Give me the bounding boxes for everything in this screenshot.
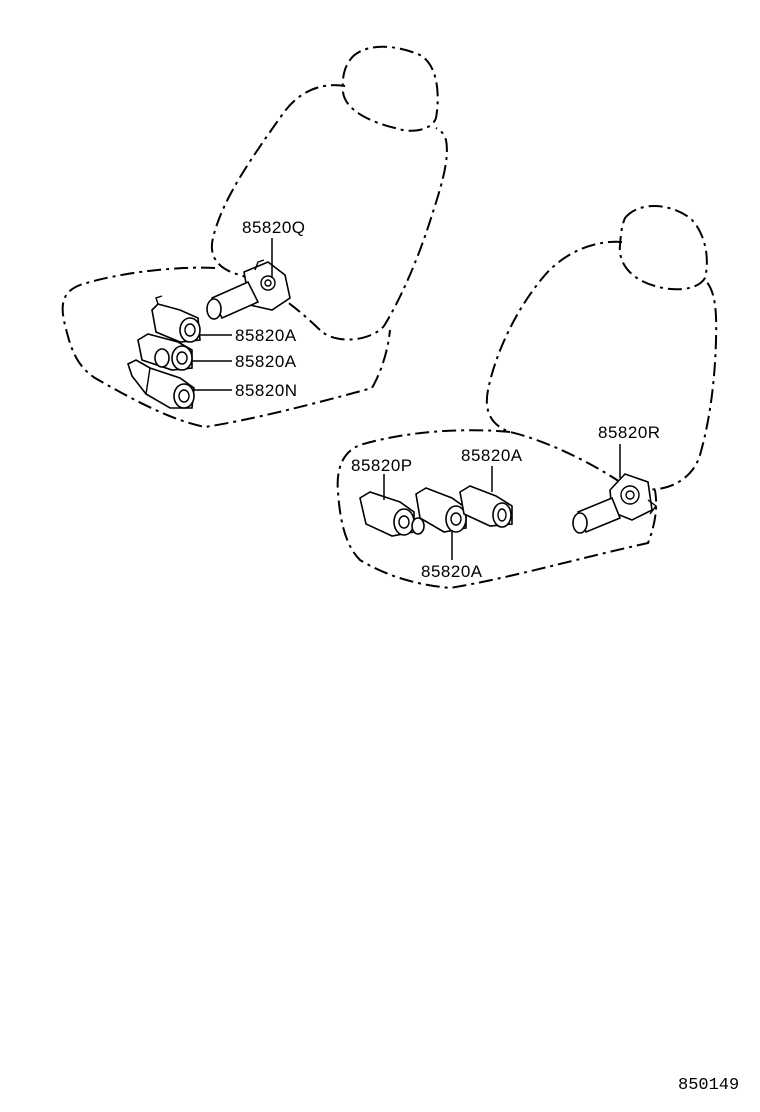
motor-85820a-upper	[151, 295, 201, 343]
label-85820a-upper: 85820A	[235, 326, 297, 345]
right-seat: 85820R 85820P 85820A 85820A	[336, 205, 718, 590]
motor-85820a-top	[459, 485, 513, 528]
label-85820a-middle: 85820A	[235, 352, 297, 371]
motor-85820r	[572, 473, 657, 534]
motor-85820a-middle	[137, 333, 193, 371]
motor-85820q	[206, 259, 291, 320]
figure-reference-number: 850149	[678, 1076, 739, 1095]
left-seat-cushion-outline	[61, 266, 391, 429]
label-85820p: 85820P	[351, 456, 413, 475]
left-seat-headrest-outline	[341, 45, 439, 132]
label-85820q: 85820Q	[242, 218, 306, 237]
label-85820a-bottom: 85820A	[421, 562, 483, 581]
label-85820a-top: 85820A	[461, 446, 523, 465]
motor-85820p	[359, 491, 425, 537]
left-seat: 85820Q 85820A 85820A 85820N	[61, 45, 448, 429]
motor-85820a-bottom	[415, 487, 467, 533]
label-85820r: 85820R	[598, 423, 661, 442]
label-85820n: 85820N	[235, 381, 298, 400]
right-seat-headrest-outline	[618, 205, 708, 291]
motor-85820n	[127, 359, 195, 409]
right-seat-backrest-outline	[485, 240, 718, 491]
left-seat-backrest-outline	[210, 84, 448, 341]
